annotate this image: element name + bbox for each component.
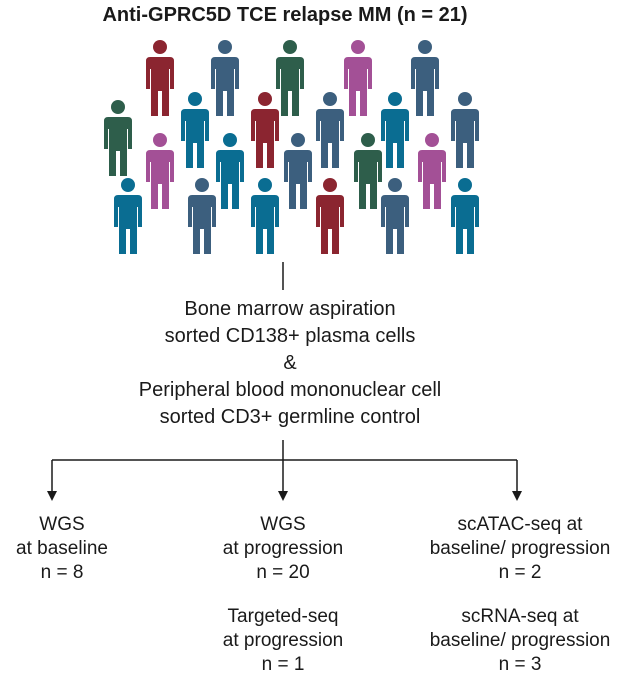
sampling-line-4: Peripheral blood mononuclear cell — [138, 379, 442, 401]
person-icon — [276, 40, 304, 116]
sampling-description: Bone marrow aspiration sorted CD138+ pla… — [80, 296, 500, 431]
branch-left-line-2: at baseline — [16, 538, 108, 559]
person-icon — [188, 178, 216, 254]
person-icon — [211, 40, 239, 116]
branch-middle-line-1: WGS — [260, 514, 306, 535]
person-icon — [354, 133, 382, 209]
person-icon — [316, 178, 344, 254]
branch-middle-line-5: at progression — [222, 630, 344, 651]
person-icon — [146, 133, 174, 209]
sampling-line-1: Bone marrow aspiration — [184, 298, 396, 320]
patient-cohort-icons — [104, 40, 479, 254]
person-icon — [451, 92, 479, 168]
person-icon — [411, 40, 439, 116]
person-icon — [418, 133, 446, 209]
branch-middle-line-6: n = 1 — [261, 654, 305, 675]
person-icon — [381, 178, 409, 254]
person-icon — [451, 178, 479, 254]
branch-middle-line-2: at progression — [222, 538, 344, 559]
person-icon — [251, 178, 279, 254]
person-icon — [381, 92, 409, 168]
branch-right-line-3: n = 2 — [498, 562, 542, 583]
branch-right-line-4: scRNA-seq at — [461, 606, 579, 627]
branch-right-line-1: scATAC-seq at — [457, 514, 583, 535]
sampling-line-2: sorted CD138+ plasma cells — [164, 325, 416, 347]
person-icon — [104, 100, 132, 176]
person-icon — [114, 178, 142, 254]
person-icon — [251, 92, 279, 168]
diagram-title: Anti-GPRC5D TCE relapse MM (n = 21) — [102, 4, 468, 26]
branch-right-line-6: n = 3 — [498, 654, 542, 675]
branch-middle: WGS at progression n = 20 Targeted-seq a… — [203, 513, 363, 677]
branch-middle-line-4: Targeted-seq — [227, 606, 339, 627]
branch-right: scATAC-seq at baseline/ progression n = … — [420, 513, 620, 677]
branch-middle-line-3: n = 20 — [256, 562, 310, 583]
branch-right-line-2: baseline/ progression — [429, 538, 611, 559]
person-icon — [181, 92, 209, 168]
branch-left-line-3: n = 8 — [40, 562, 84, 583]
branch-left-line-1: WGS — [39, 514, 85, 535]
branch-left: WGS at baseline n = 8 — [0, 513, 124, 585]
person-icon — [216, 133, 244, 209]
person-icon — [344, 40, 372, 116]
branch-right-line-5: baseline/ progression — [429, 630, 611, 651]
person-icon — [316, 92, 344, 168]
person-icon — [146, 40, 174, 116]
person-icon — [284, 133, 312, 209]
sampling-line-3: & — [283, 352, 297, 374]
sampling-line-5: sorted CD3+ germline control — [159, 406, 421, 428]
